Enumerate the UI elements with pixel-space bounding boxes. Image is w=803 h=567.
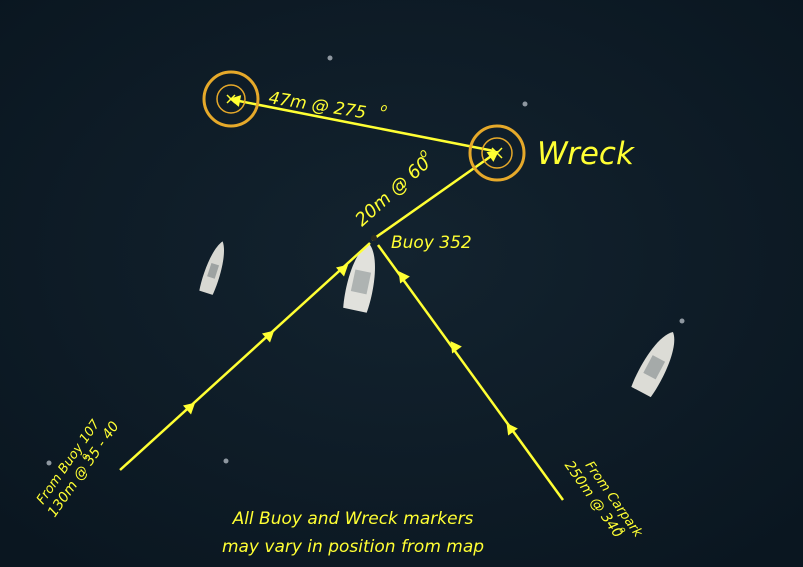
route-from-buoy107 [119,242,371,471]
disclaimer-line-2: may vary in position from map [222,537,484,557]
svg-text:o: o [616,525,628,536]
route-from-carpark [376,244,565,501]
disclaimer-line-1: All Buoy and Wreck markers [232,509,474,529]
boat-center [343,243,375,313]
boat-left [199,241,224,295]
boat-right [631,331,675,398]
buoy-352-label: Buoy 352 [391,233,472,253]
wreck-marker [468,124,526,182]
mark-47m-marker [202,70,260,128]
route-lines [119,98,565,501]
svg-text:o: o [80,451,92,462]
svg-text:o: o [380,101,389,115]
wreck-label: Wreck [537,136,635,172]
buoy-352-marker [371,235,377,241]
buoy-dots [46,55,685,466]
leg-buoy-to-wreck [371,150,498,242]
leg-wreck-to-mark [233,98,495,153]
